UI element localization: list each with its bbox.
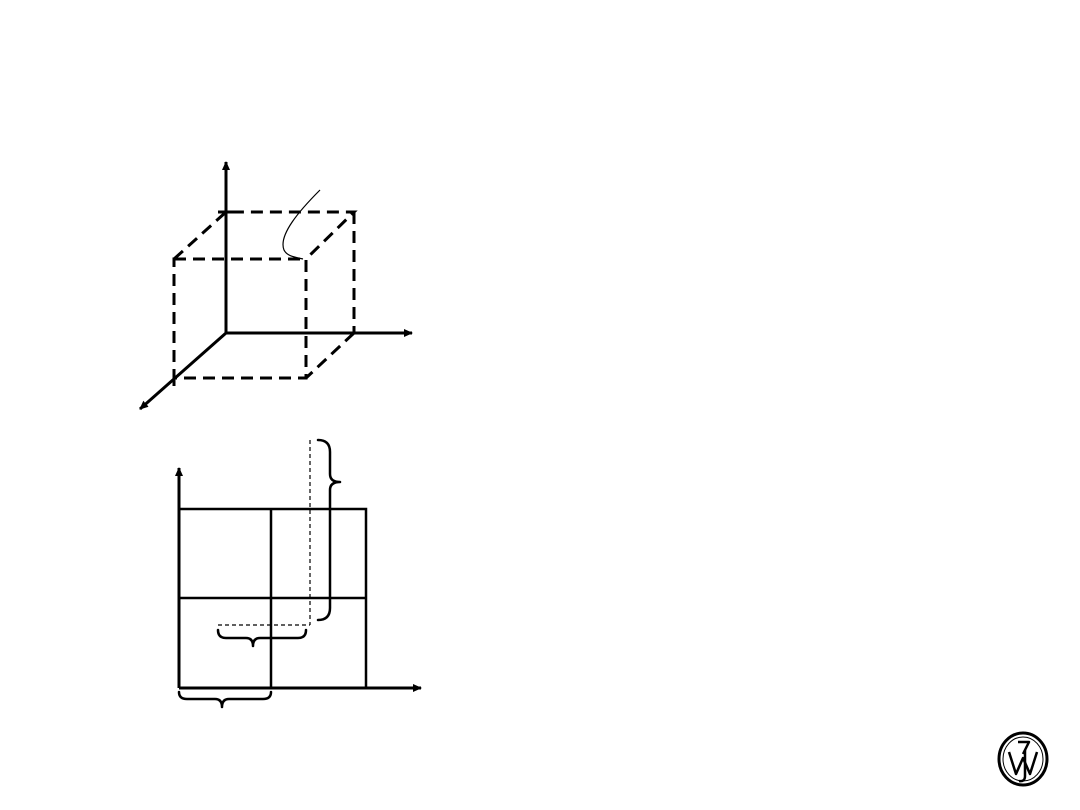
upper-right-brace [316, 438, 342, 622]
lower-left-brace [177, 690, 273, 709]
cube-diagram [139, 161, 413, 411]
cube-bottom-right-edge [304, 331, 356, 380]
grid-outline [179, 507, 368, 688]
pointer-leader-line [282, 189, 321, 260]
depth-axis [139, 331, 227, 411]
publisher-monogram-icon [997, 731, 1049, 787]
inner-bottom-brace [216, 628, 308, 648]
cube-top-face [172, 210, 358, 261]
grid-diagram [175, 438, 422, 709]
